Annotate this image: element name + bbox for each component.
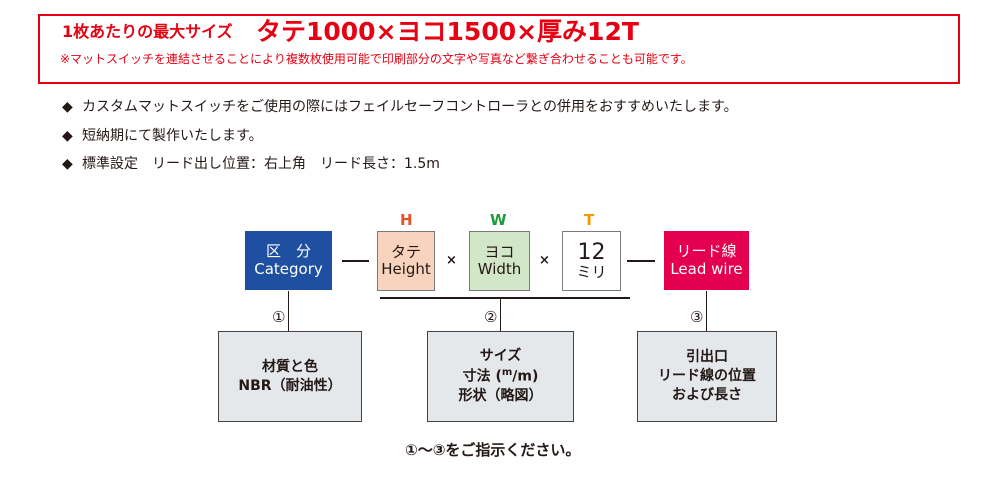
dimension-label: 寸法 — [462, 368, 491, 385]
bullet-failsafe: ◆ カスタムマットスイッチをご使用の際にはフェイルセーフコントローラとの併用をおす… — [62, 96, 738, 116]
shape-label: 形状（略図） — [458, 387, 543, 404]
dimension-line: 寸法 (m/m) — [462, 367, 539, 385]
width-jp: ヨコ — [484, 242, 515, 261]
width-en: Width — [477, 260, 522, 278]
bullet-text: 短納期にて製作いたします。 — [82, 128, 263, 144]
thickness-unit: ミリ — [576, 262, 607, 281]
width-box: ヨコ Width — [469, 231, 530, 291]
unit-superscript: m — [501, 367, 513, 379]
max-size-label: 1枚あたりの最大サイズ — [62, 22, 233, 41]
connector-1 — [288, 291, 289, 331]
bullet-text: 標準設定 リード出し位置：右上角 リード長さ：1.5m — [82, 156, 440, 172]
diamond-bullet-icon: ◆ — [62, 128, 73, 144]
max-size-notice — [38, 14, 960, 84]
size-bracket-line — [380, 297, 630, 299]
material-box: 材質と色 NBR（耐油性） — [218, 331, 362, 422]
number-2: ② — [482, 308, 500, 326]
height-jp: タテ — [390, 242, 421, 261]
connector-3 — [706, 291, 707, 331]
material-title: 材質と色 — [262, 358, 318, 375]
thickness-value: 12 — [577, 239, 606, 265]
dash-1 — [342, 260, 369, 262]
diamond-bullet-icon: ◆ — [62, 99, 73, 115]
dash-2 — [627, 260, 655, 262]
connector-2 — [500, 299, 501, 331]
instruction-footer: ①～③をご指示ください。 — [405, 441, 581, 459]
times-sign: × — [446, 253, 457, 268]
thickness-letter: T — [584, 211, 595, 229]
thickness-box: 12 ミリ — [562, 231, 621, 291]
times-sign: × — [539, 253, 550, 268]
category-box: 区 分 Category — [245, 231, 332, 290]
bullet-text: カスタムマットスイッチをご使用の際にはフェイルセーフコントローラとの併用をおすす… — [82, 99, 738, 115]
lead-exit: 引出口 — [686, 349, 728, 366]
max-size-value: タテ1000×ヨコ1500×厚み12T — [256, 17, 639, 46]
number-1: ① — [270, 308, 288, 326]
height-letter: H — [400, 211, 413, 229]
height-box: タテ Height — [377, 231, 435, 291]
connection-note: ※マットスイッチを連結させることにより複数枚使用可能で印刷部分の文字や写真など繋… — [60, 52, 693, 66]
lead-jp: リード線 — [676, 242, 737, 261]
lead-info-box: 引出口 リード線の位置 および長さ — [637, 331, 777, 422]
material-value: NBR（耐油性） — [238, 377, 342, 394]
category-en: Category — [254, 259, 323, 278]
lead-length: および長さ — [672, 386, 742, 403]
category-jp: 区 分 — [265, 242, 311, 261]
size-box: サイズ 寸法 (m/m) 形状（略図） — [427, 331, 574, 422]
lead-wire-box: リード線 Lead wire — [664, 231, 749, 290]
lead-position: リード線の位置 — [658, 368, 756, 385]
diamond-bullet-icon: ◆ — [62, 156, 73, 172]
unit-rest: /m) — [512, 368, 539, 385]
bullet-short-lead-time: ◆ 短納期にて製作いたします。 — [62, 125, 263, 145]
height-en: Height — [381, 260, 431, 278]
width-letter: W — [490, 211, 507, 229]
size-title: サイズ — [479, 348, 522, 365]
number-3: ③ — [688, 308, 706, 326]
bullet-standard-settings: ◆ 標準設定 リード出し位置：右上角 リード長さ：1.5m — [62, 153, 440, 173]
lead-en: Lead wire — [670, 259, 743, 278]
